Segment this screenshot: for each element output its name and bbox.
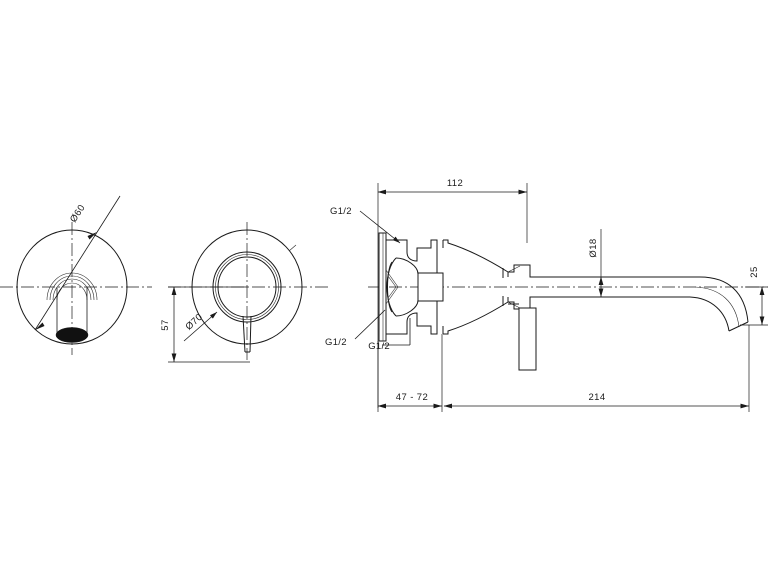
escutcheon-outer-circle — [17, 230, 127, 344]
dim112-dimension-label: 112 — [447, 178, 463, 189]
neck-lower-profile — [508, 297, 545, 309]
cone-body-upper-profile — [443, 240, 508, 277]
dia60-leader-line — [34, 195, 121, 331]
cartridge-cross-line-a — [385, 269, 399, 288]
spout-curve-inner — [690, 297, 729, 331]
right-view-group: 112 — [325, 178, 768, 412]
lever-stem-left-edge — [243, 316, 245, 352]
neck-upper-profile — [508, 265, 545, 277]
lever-handle-bar — [519, 308, 536, 370]
neck-shoulder-diagonal-lower — [507, 301, 521, 309]
dim57-dimension-label: 57 — [160, 319, 171, 330]
escutcheon-inner-arc-1 — [46, 272, 98, 301]
dia70-dimension-label: Ø70 — [184, 312, 206, 333]
neck-shoulder-diagonal-upper — [507, 265, 521, 273]
g12-lower-left-leader-line — [354, 309, 386, 340]
escutcheon-inner-arc-2 — [49, 275, 95, 301]
wall-flange-plate — [379, 233, 386, 341]
cartridge-ball-outline — [387, 258, 396, 316]
dia70-leader-line — [183, 311, 218, 342]
cartridge-cross-line-d — [387, 286, 397, 299]
dia60-arrow-lower — [35, 322, 45, 330]
escutcheon-inner-arc-3 — [52, 278, 92, 301]
g12-top-leader-line — [359, 210, 401, 244]
spout-tip-cut-edge — [729, 322, 748, 331]
dim47-72-dimension-label: 47 - 72 — [396, 392, 428, 403]
middle-view-group: Ø70 57 — [160, 222, 330, 363]
valve-housing-lower-profile — [386, 301, 437, 334]
outlet-opening-filled — [55, 327, 89, 343]
cartridge-cross-line-c — [387, 275, 397, 288]
g12-lower-left-label: G1/2 — [325, 337, 347, 348]
dia18-dimension-label: Ø18 — [588, 238, 599, 257]
spout-curve-middle — [694, 286, 740, 328]
g12-lower-right-label: G1/2 — [368, 341, 390, 352]
dim25-dimension-label: 25 — [749, 266, 760, 277]
lever-stem-right-edge — [250, 316, 251, 352]
valve-housing-upper-profile — [386, 240, 437, 273]
valve-stem-block — [418, 273, 443, 301]
spout-curve-outer — [700, 277, 748, 322]
cartridge-ball-seat-lower — [396, 287, 418, 316]
cartridge-ball-seat-upper — [396, 258, 418, 287]
cartridge-cross-line-b — [385, 286, 399, 305]
dia60-dimension-label: Ø60 — [68, 203, 88, 225]
dia60-arrow-upper — [87, 232, 97, 240]
left-view-group: Ø60 — [0, 195, 152, 355]
cover-plate-upper-right-tick — [288, 244, 297, 252]
cone-body-lower-profile — [443, 297, 508, 334]
g12-top-label: G1/2 — [330, 206, 352, 217]
dim214-dimension-label: 214 — [588, 392, 605, 403]
